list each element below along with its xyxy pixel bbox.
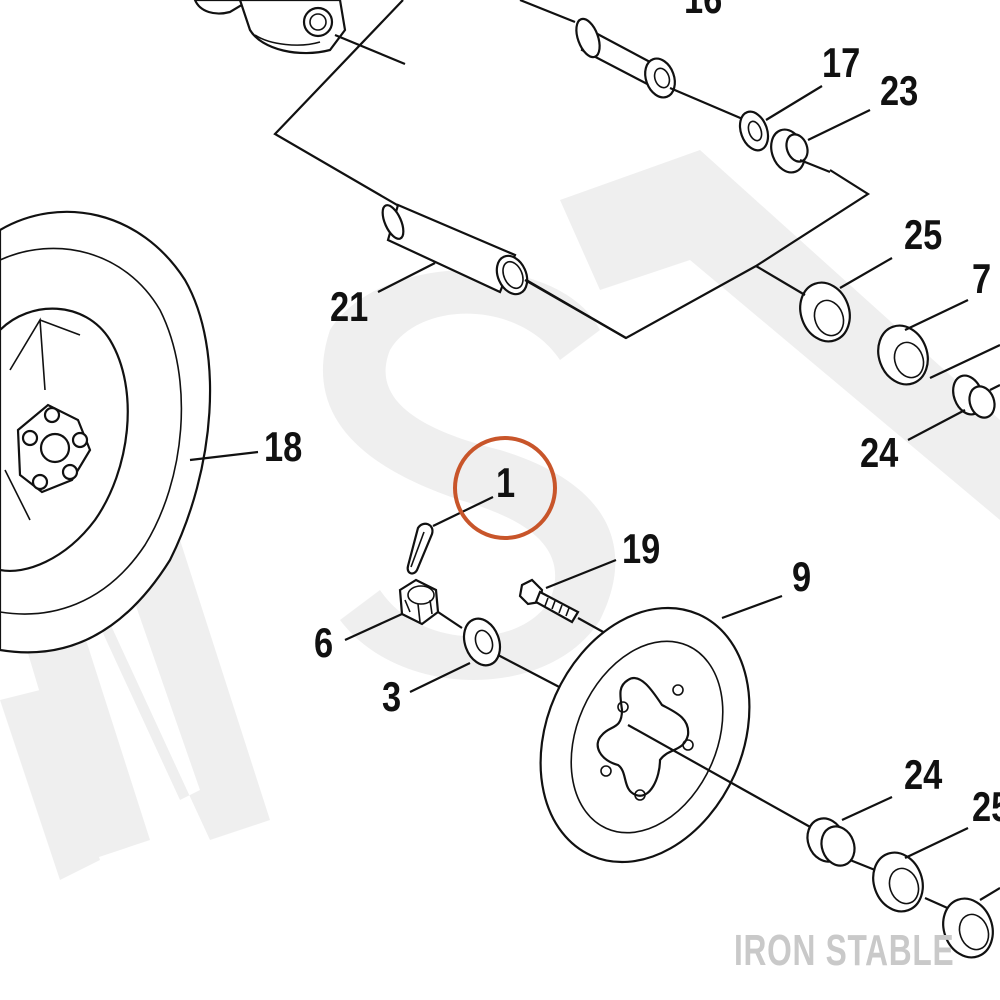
part-24-collar-upper — [952, 374, 996, 419]
callout-24-upper: 24 — [860, 429, 899, 476]
part-17-washer — [738, 110, 770, 152]
callout-9: 9 — [792, 553, 812, 600]
part-21-sleeve — [381, 203, 529, 296]
part-25-bearing-upper — [799, 281, 851, 343]
callout-3: 3 — [382, 673, 402, 720]
callout-21: 21 — [330, 283, 369, 330]
top-bracket-assembly — [193, 0, 347, 55]
part-3-washer — [462, 617, 502, 667]
callout-7-upper: 7 — [972, 255, 992, 302]
part-23-bushing — [770, 128, 809, 174]
part-16-pin — [575, 17, 676, 99]
callout-18: 18 — [264, 423, 303, 470]
part-1-cotter-pin — [406, 522, 434, 575]
callout-23: 23 — [880, 67, 919, 114]
callout-17: 17 — [822, 39, 861, 86]
callout-25-lower: 25 — [972, 783, 1000, 830]
highlight-circle — [453, 436, 557, 540]
callout-1: 1 — [496, 459, 516, 506]
callout-25-upper: 25 — [904, 211, 943, 258]
part-24-collar-lower — [806, 817, 856, 867]
part-18-wheel — [0, 210, 212, 654]
part-19-bolt — [518, 578, 580, 624]
part-6-castle-nut — [398, 578, 440, 626]
part-7-spacer — [877, 324, 929, 386]
part-7-spacer-lower — [942, 897, 994, 959]
callout-19: 19 — [622, 525, 661, 572]
callout-24-lower: 24 — [904, 751, 943, 798]
part-25-bearing-lower — [872, 851, 924, 913]
callout-16: 16 — [684, 0, 722, 20]
assembly-outline — [273, 0, 871, 340]
brand-watermark: IRON STABLE — [734, 926, 955, 975]
callout-6: 6 — [314, 619, 334, 666]
